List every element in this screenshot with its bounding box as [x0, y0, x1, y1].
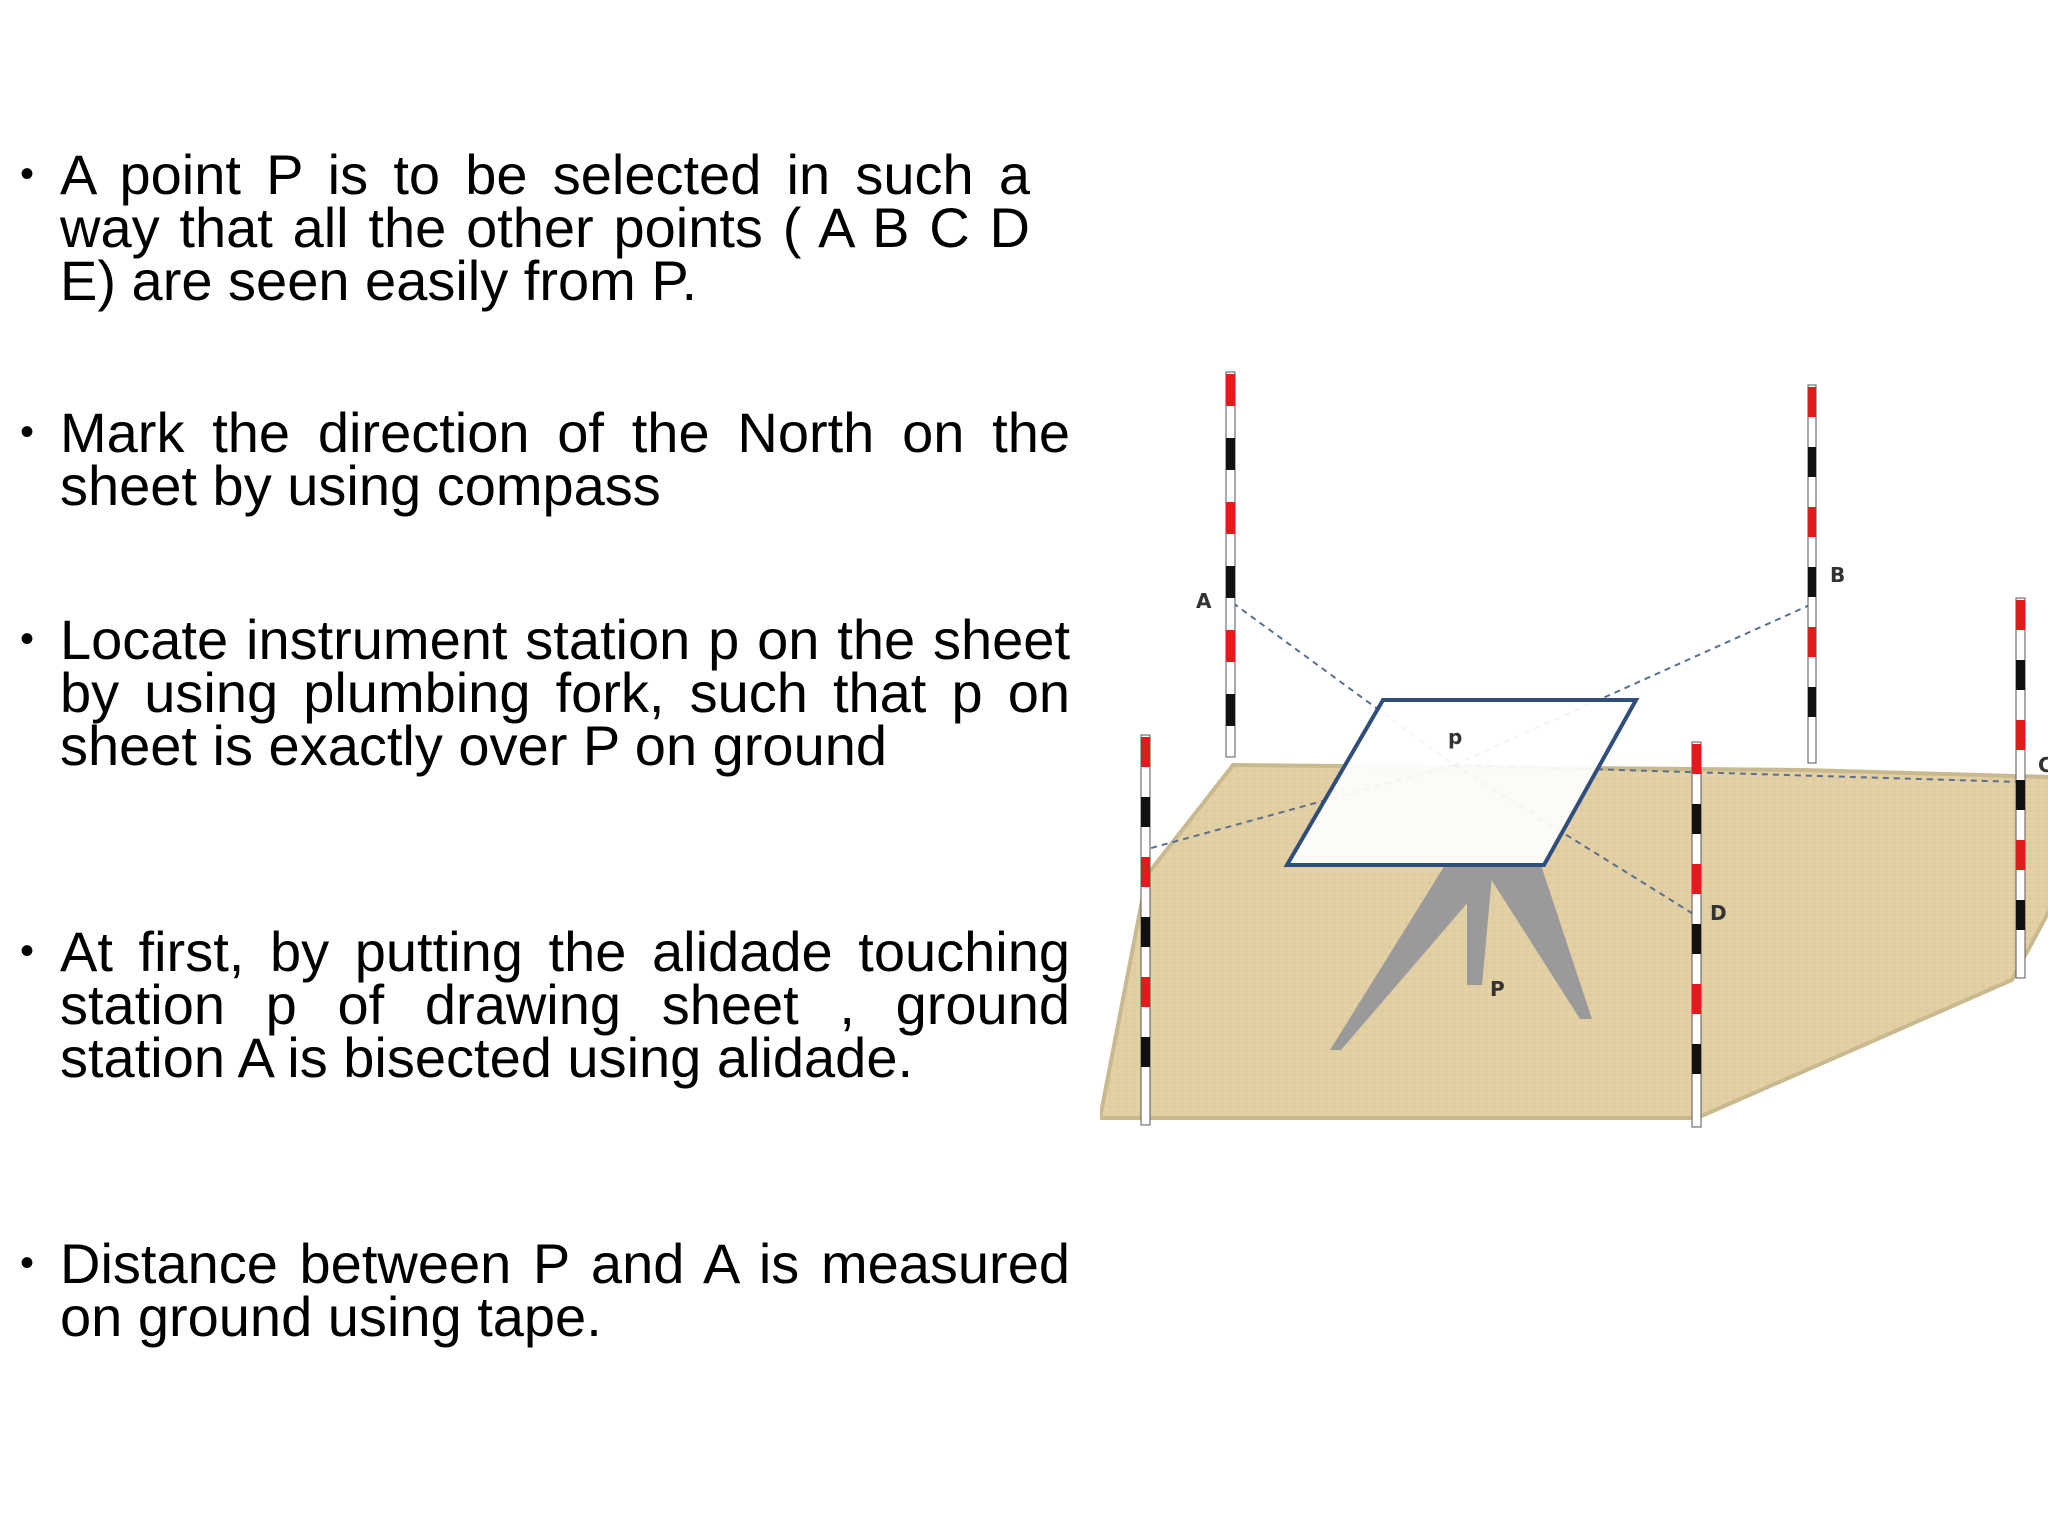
drawing-sheet: [1283, 698, 1640, 867]
ranging-pole-c: [2015, 597, 2026, 979]
bullet-item: • Locate instrument station p on the she…: [20, 612, 1070, 774]
bullet-dot: •: [20, 152, 35, 196]
label-p-ground: P: [1490, 977, 1505, 1001]
bullet-item: • A point P is to be selected in such a …: [20, 147, 1030, 309]
bullet-dot: •: [20, 929, 35, 973]
ranging-pole-b: [1807, 384, 1817, 764]
bullet-dot: •: [20, 617, 35, 661]
bullet-text: Distance between P and A is measured on …: [60, 1232, 1070, 1348]
label-d: D: [1710, 901, 1727, 925]
ground-plot: [1100, 762, 2048, 1120]
bullet-text: At first, by putting the alidade touchin…: [60, 920, 1070, 1089]
label-p-sheet: p: [1448, 725, 1462, 749]
bullet-item: • Distance between P and A is measured o…: [20, 1236, 1070, 1345]
bullet-item: • Mark the direction of the North on the…: [20, 405, 1070, 514]
label-b: B: [1830, 563, 1845, 587]
ranging-pole-a: [1225, 371, 1236, 758]
bullet-dot: •: [20, 410, 35, 454]
bullet-dot: •: [20, 1241, 35, 1285]
bullet-list: • A point P is to be selected in such a …: [20, 147, 1070, 1345]
bullet-item: • At first, by putting the alidade touch…: [20, 924, 1070, 1086]
label-a: A: [1196, 589, 1212, 613]
bullet-text: Mark the direction of the North on the s…: [60, 401, 1070, 517]
ranging-pole-d: [1691, 741, 1702, 1128]
plane-table-diagram: A B C D p P: [1100, 371, 2048, 1128]
label-c: C: [2038, 753, 2048, 777]
tripod: [1330, 865, 1592, 1050]
bullet-text: A point P is to be selected in such a wa…: [60, 143, 1030, 312]
ranging-pole-e: [1140, 734, 1151, 1126]
bullet-text: Locate instrument station p on the sheet…: [60, 608, 1070, 777]
